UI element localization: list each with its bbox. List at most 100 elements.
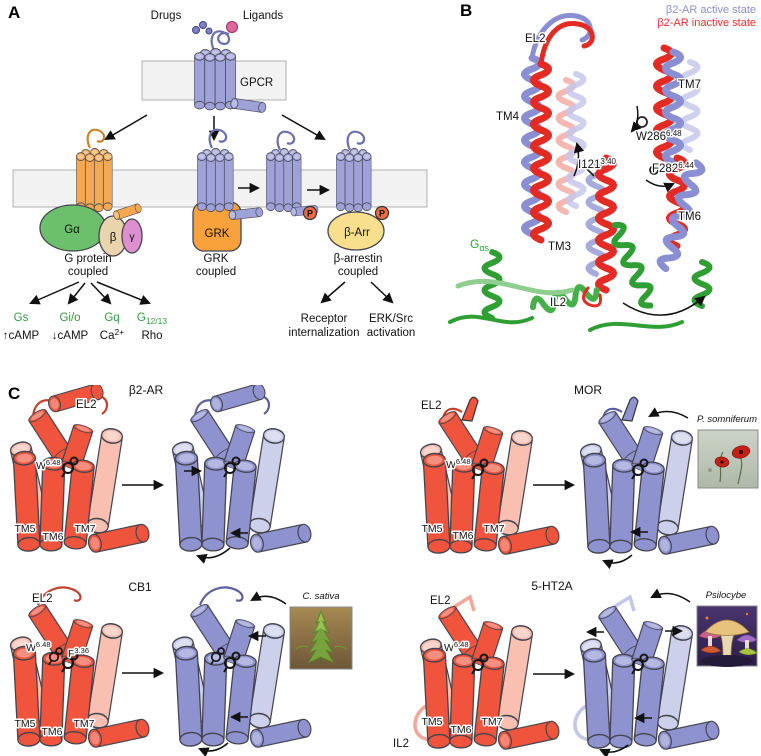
- f282-label: F2826.44: [652, 161, 694, 175]
- gs-label: Gs: [14, 312, 29, 324]
- gs-effect: ↑cAMP: [3, 330, 40, 342]
- cannabis-image: [289, 606, 353, 670]
- mushroom-image: [696, 605, 758, 667]
- subpanel-b2ar: β2-AR EL2 W6.48 TM5 TM6 TM7: [9, 385, 312, 564]
- cb1-title: CB1: [128, 580, 152, 594]
- arrow-cb1-bottom: [198, 742, 229, 756]
- poppy-image: [697, 429, 759, 489]
- subpanel-cb1: CB1 C. sativa EL2 W6.48 F3.36 TM5: [9, 580, 353, 756]
- cb1-w648-label: W6.48: [26, 640, 51, 654]
- phosphate-label-2: P: [379, 209, 385, 219]
- arrow-i121-shift: [573, 141, 585, 177]
- 5ht2a-w648-label: W6.48: [444, 640, 469, 654]
- arrow-internalization: [320, 281, 346, 304]
- arrow-erk: [370, 281, 394, 304]
- arrestin-outputs: Receptor internalization ERK/Src activat…: [289, 313, 416, 339]
- arrow-poppy-to-mor: [648, 407, 689, 419]
- phospho-receptor: [266, 148, 301, 211]
- panel-c-letter: C: [8, 385, 20, 403]
- b2ar-tm7-label: TM7: [75, 523, 96, 535]
- n-terminus-loop: [210, 30, 231, 51]
- b2ar-w648-label: W6.48: [36, 458, 61, 472]
- arrestin-coupled-receptor: [336, 148, 371, 211]
- subpanel-mor: MOR P. somniferum EL2 W6.48: [419, 385, 759, 570]
- 5ht2a-tm7-label: TM7: [482, 716, 503, 728]
- 5ht2a-tm6-label: TM6: [451, 724, 472, 736]
- gpcr-receptor: [194, 49, 235, 110]
- gio-effect: ↓cAMP: [52, 330, 89, 342]
- mor-tm6-label: TM6: [453, 530, 474, 542]
- barr-label: β-Arr: [344, 227, 370, 239]
- g1213-label: G12/13: [137, 312, 167, 326]
- tm3-label: TM3: [548, 241, 571, 253]
- cb1-inactive-bundle: [9, 586, 150, 748]
- drugs-label: Drugs: [151, 10, 182, 22]
- mor-el2-hairpin-active: [621, 396, 639, 422]
- b2ar-title: β2-AR: [129, 385, 164, 397]
- panel-a-letter: A: [8, 3, 20, 22]
- panel-b: B β2-AR active state β2-AR inactive stat…: [448, 1, 756, 332]
- arrow-mor-bottom: [602, 554, 633, 570]
- grk-box-label: GRK: [205, 228, 230, 240]
- arrow-w286-shift: [630, 105, 642, 133]
- cannabis-label: C. sativa: [303, 591, 340, 602]
- mor-tm5-label: TM5: [422, 523, 443, 535]
- gq-label: Gq: [104, 312, 119, 324]
- arrow-gs: [29, 281, 80, 305]
- mor-title: MOR: [574, 385, 602, 397]
- arrow-f282-shift: [645, 179, 675, 193]
- loop-purple-2: [276, 130, 296, 151]
- rho-effect: Rho: [141, 330, 162, 342]
- grk-coupled-receptor: [197, 148, 233, 211]
- loop-purple-1: [208, 128, 228, 149]
- tm6-label-b: TM6: [678, 211, 701, 223]
- panel-a: A Drugs Ligands GPCR Gα β γ G protein co…: [3, 3, 428, 342]
- phosphate-badge: [302, 205, 318, 221]
- arrow-b2ar-bottom: [196, 547, 231, 564]
- barrestin-branch-label: β-arrestin: [334, 253, 383, 265]
- b2ar-tm5-label: TM5: [15, 523, 36, 535]
- legend-inactive-state: β2-AR inactive state: [657, 17, 756, 29]
- subpanel-5ht2a: 5-HT2A Psilocybe: [392, 579, 758, 756]
- arrow-to-arrestin: [281, 114, 326, 141]
- loop-purple-3: [346, 130, 366, 151]
- il2-label-b: IL2: [550, 297, 566, 309]
- gas-label: Gαs: [470, 237, 490, 253]
- receptor-internalization-label: Receptor: [301, 313, 348, 325]
- 5ht2a-title: 5-HT2A: [531, 579, 572, 593]
- w286-label: W2866.48: [636, 129, 682, 143]
- b2ar-active-bundle: [171, 385, 312, 553]
- poppy-label: P. somniferum: [697, 414, 757, 425]
- tm7-label-b: TM7: [678, 79, 701, 91]
- 5ht2a-inactive-bundle: [413, 594, 561, 750]
- el2-label-b: EL2: [525, 33, 545, 45]
- ribbon-structure: [448, 13, 713, 332]
- mor-el2-hairpin: [461, 396, 479, 422]
- arrow-psilocybe-to-5ht2a: [650, 588, 691, 603]
- gq-effect: Ca2+: [100, 327, 124, 342]
- mushroom-label: Psilocybe: [706, 590, 747, 601]
- galpha-label: Gα: [64, 224, 80, 236]
- 5ht2a-tm5-label: TM5: [422, 716, 443, 728]
- mor-tm7-label: TM7: [484, 523, 505, 535]
- arrow-to-gprotein: [104, 114, 148, 141]
- receptor-internalization-label2: internalization: [289, 327, 360, 339]
- arrow-tm6-outward: [622, 295, 706, 316]
- ligand-icon: [226, 21, 238, 33]
- 5ht2a-el2-label: EL2: [430, 595, 450, 607]
- grk-branch-label2: coupled: [196, 266, 236, 278]
- arrow-5ht2a-bottom: [599, 744, 629, 756]
- cb1-tm5-label: TM5: [15, 718, 36, 730]
- gio-label: Gi/o: [59, 312, 80, 324]
- ggamma-label: γ: [129, 231, 135, 243]
- cb1-el2-label: EL2: [32, 593, 52, 605]
- erk-src-label: ERK/Src: [369, 313, 413, 325]
- gbeta-label: β: [110, 232, 117, 244]
- arrow-cannabis-to-cb1: [250, 591, 287, 605]
- cb1-f336-label: F3.36: [68, 646, 89, 660]
- gprotein-branch-label2: coupled: [68, 266, 108, 278]
- cb1-tm7-label: TM7: [74, 718, 95, 730]
- ggamma-shape: [121, 218, 143, 254]
- mor-inactive-bundle: [419, 396, 560, 555]
